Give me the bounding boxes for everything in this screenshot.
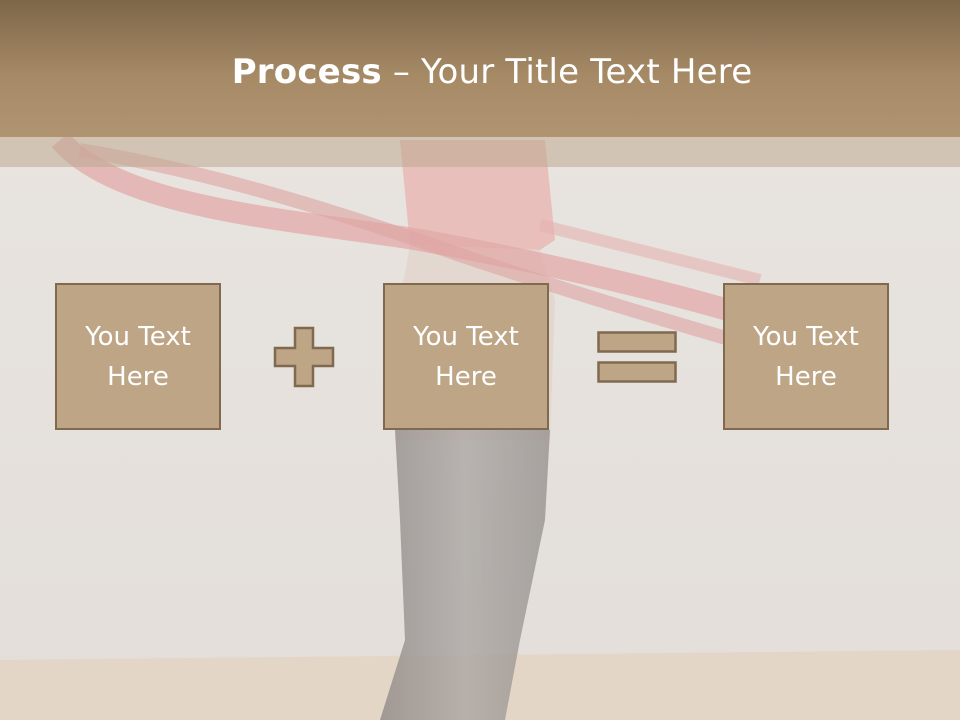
title-bold-text: Process — [231, 52, 382, 92]
process-box-3-text: You Text Here — [753, 321, 859, 392]
process-box-2-text: You Text Here — [413, 321, 519, 392]
process-box-2[interactable]: You Text Here — [383, 283, 549, 430]
process-box-1[interactable]: You Text Here — [55, 283, 221, 430]
title-strip — [0, 137, 960, 167]
process-box-3[interactable]: You Text Here — [723, 283, 889, 430]
slide-title: Process – Your Title Text Here — [0, 52, 960, 92]
process-box-1-text: You Text Here — [85, 321, 191, 392]
title-bar — [0, 0, 960, 137]
equals-icon — [597, 331, 677, 383]
plus-icon — [273, 326, 335, 388]
title-rest-text: – Your Title Text Here — [381, 52, 753, 92]
